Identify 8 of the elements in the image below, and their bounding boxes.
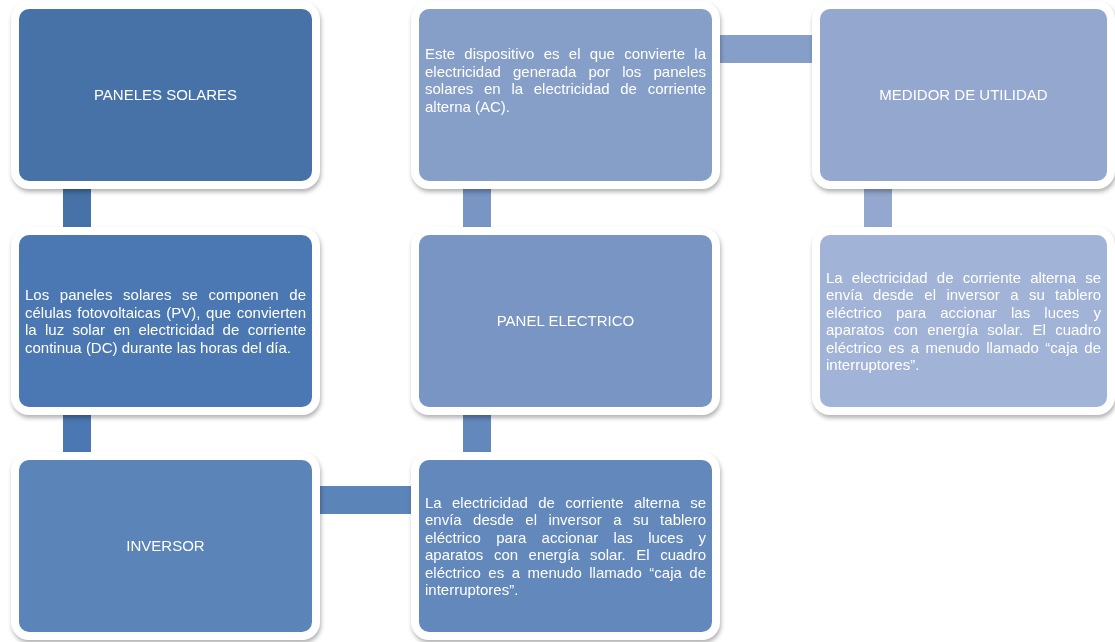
description-text: Los paneles solares se componen de células fotovoltaicas (PV), que convierten la luz solar en electricidad de corriente continua (DC) durante las horas del día.: [25, 286, 306, 356]
description-text: La electricidad de corriente alterna se envía desde el inversor a su tablero eléctrico para accionar las luces y aparatos con energía solar. El cuadro eléctrico es a menudo llamado “caja de interruptores”.: [826, 268, 1101, 374]
description-text: La electricidad de corriente alterna se envía desde el inversor a su tablero eléctrico para accionar las luces y aparatos con energía solar. El cuadro eléctrico es a menudo llamado “caja de interruptores”.: [425, 493, 706, 599]
step-title: PANELES SOLARES: [93, 86, 238, 104]
step-title: INVERSOR: [126, 537, 205, 555]
step-title: PANEL ELECTRICO: [496, 312, 635, 330]
step-title: MEDIDOR DE UTILIDAD: [879, 86, 1048, 104]
description-text: Este dispositivo es el que convierte la electricidad generada por los paneles solares en la electricidad de corriente alterna (AC).: [425, 45, 706, 115]
